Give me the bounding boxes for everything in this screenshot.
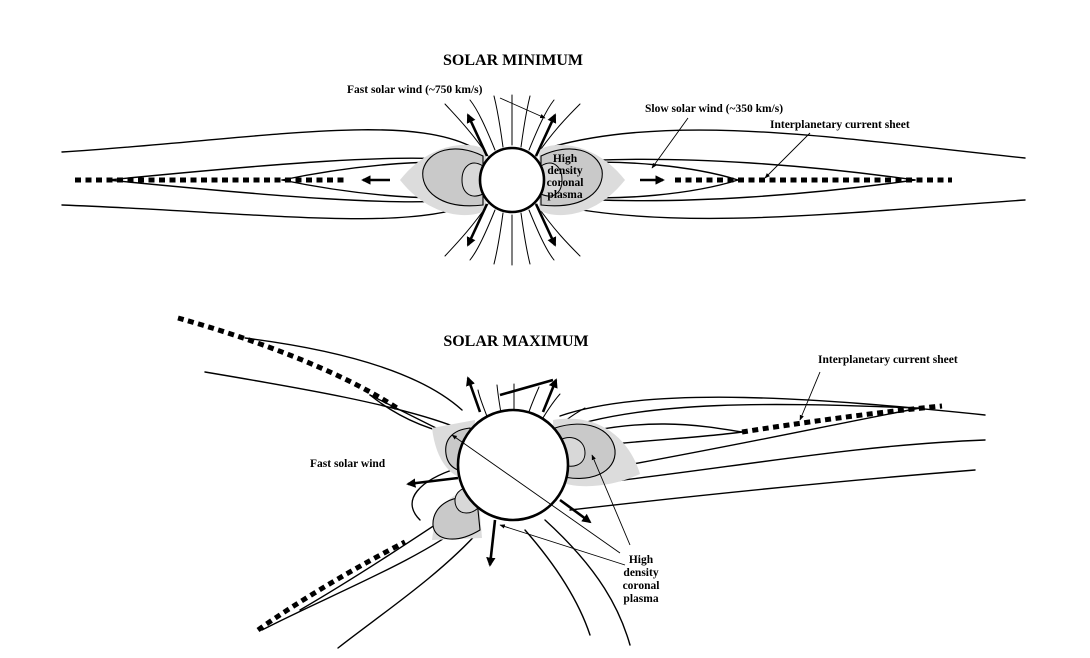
min-slow-wind-label: Slow solar wind (~350 km/s) (645, 103, 783, 115)
max-wind-arrows (406, 376, 592, 567)
max-current-sheet (177, 315, 943, 633)
solar-maximum-title: SOLAR MAXIMUM (443, 333, 588, 350)
min-streamer-west (400, 144, 486, 216)
max-plasma-label-1: High (629, 554, 654, 566)
min-streamer-east (539, 144, 625, 216)
max-sun (456, 408, 570, 522)
max-plasma-label-2: density (623, 567, 658, 579)
max-plasma-label-4: plasma (623, 593, 658, 605)
min-plasma-label-1: High (553, 153, 578, 165)
solar-maximum-panel: SOLAR MAXIMUM (177, 315, 986, 649)
min-plasma-label-4: plasma (547, 189, 582, 201)
max-plasma-label-3: coronal (623, 580, 660, 592)
max-fast-wind-label: Fast solar wind (310, 458, 386, 470)
max-label-pointers (451, 371, 821, 566)
min-current-sheet-label: Interplanetary current sheet (770, 119, 910, 131)
max-current-sheet-label: Interplanetary current sheet (818, 354, 958, 366)
min-label-pointers (499, 97, 811, 179)
min-fast-wind-label: Fast solar wind (~750 km/s) (347, 84, 483, 96)
solar-minimum-panel: SOLAR MINIMUM (61, 52, 1026, 266)
min-sun (478, 146, 546, 214)
min-wind-arrows (361, 113, 665, 247)
min-plasma-label-2: density (547, 165, 582, 177)
max-field-lines (204, 337, 986, 649)
solar-minimum-title: SOLAR MINIMUM (443, 52, 583, 69)
min-plasma-label-3: coronal (547, 177, 584, 189)
